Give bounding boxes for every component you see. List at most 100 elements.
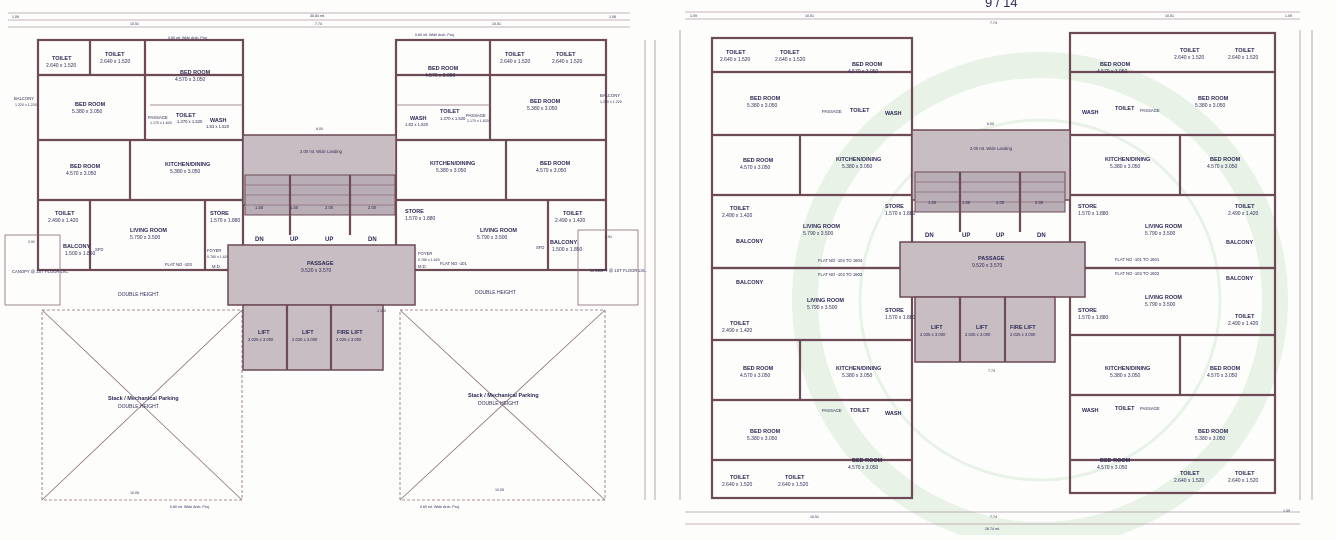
- rt-toilet-12-dim: 2.640 x 1.520: [778, 482, 809, 488]
- dim-10-05-l: 10.05: [130, 491, 139, 495]
- rt-bedroom-5-dim: 5.380 x 3.050: [1195, 103, 1226, 109]
- rt-toilet-13-dim: 2.490 x 1.420: [1228, 321, 1259, 327]
- rt-fire-lift-dim: 2.025 x 3.000: [1010, 332, 1036, 337]
- dim-passage-r: 1.170 x 1.620: [467, 119, 489, 123]
- rt-toilet-15-dim: 2.640 x 1.520: [1174, 478, 1205, 484]
- room-toilet-l1: TOILET: [52, 56, 72, 62]
- rt-wash-1: WASH: [885, 111, 902, 117]
- rt-passage-2: PASSAGE: [1140, 108, 1160, 113]
- rt-dim-7-74: 7.74: [988, 369, 995, 373]
- dim-left-10-51b: 10.51: [492, 22, 501, 26]
- dim-6-00: 6.00: [316, 127, 323, 131]
- dim-left-7-74: 7.74: [315, 22, 322, 26]
- rt-bedroom-6-dim: 4.570 x 3.050: [1207, 164, 1238, 170]
- rt-balcony-1: BALCONY: [736, 239, 764, 245]
- room-passage-r: PASSAGE: [466, 113, 486, 118]
- room-balcony-r: BALCONY: [550, 240, 578, 246]
- parking-l1-dh: DOUBLE HEIGHT: [118, 404, 159, 410]
- rt-toilet-6: TOILET: [1235, 48, 1255, 54]
- canopy-left: CANOPY @ 1ST FLOOR LVL.: [12, 269, 69, 274]
- double-height-l1: DOUBLE HEIGHT: [118, 292, 159, 298]
- stair-dim-4: 2.00: [368, 205, 377, 210]
- rt-toilet-5: TOILET: [1180, 48, 1200, 54]
- room-store-r: STORE: [405, 209, 424, 215]
- rt-balcony-3: BALCONY: [736, 280, 764, 286]
- rt-toilet-6-dim: 2.640 x 1.520: [1228, 55, 1259, 61]
- dim-bedroom-l1: 4.570 x 3.050: [175, 77, 206, 83]
- rt-store-3-dim: 1.570 x 1.880: [885, 315, 916, 321]
- room-kitchen-l: KITCHEN/DINING: [165, 162, 210, 168]
- dim-bedroom-r1: 4.570 x 3.050: [425, 73, 456, 79]
- dim-living-l: 5.790 x 3.500: [130, 235, 161, 241]
- fire-lift-label: FIRE LIFT: [337, 330, 363, 336]
- room-wash-l: WASH: [210, 118, 227, 124]
- dim-2-91-r: 2.91: [605, 235, 612, 239]
- rt-store-2-dim: 1.570 x 1.880: [1078, 211, 1109, 217]
- rt-lift-2-dim: 2.025 x 3.000: [965, 332, 991, 337]
- rt-kitchen-3-dim: 5.380 x 3.050: [842, 373, 873, 379]
- rt-bedroom-10-dim: 4.570 x 3.050: [1207, 373, 1238, 379]
- dim-wash-l: 1.83 x 1.520: [206, 124, 230, 129]
- stair-up-1: UP: [290, 237, 298, 243]
- dim-toilet-r1: 2.640 x 1.520: [500, 59, 531, 65]
- rt-toilet-14: TOILET: [1115, 406, 1135, 412]
- rt-kitchen-2: KITCHEN/DINING: [1105, 157, 1150, 163]
- dim-bedroom-l2: 5.380 x 3.050: [72, 109, 103, 115]
- rt-toilet-8: TOILET: [1235, 204, 1255, 210]
- rt-living-4: LIVING ROOM: [1145, 295, 1182, 301]
- rt-bedroom-8-dim: 5.380 x 3.050: [747, 436, 778, 442]
- rt-toilet-1: TOILET: [726, 50, 746, 56]
- rt-balcony-2: BALCONY: [1226, 240, 1254, 246]
- rt-toilet-4: TOILET: [730, 206, 750, 212]
- rt-lift-2: LIFT: [976, 325, 988, 331]
- rt-store-4: STORE: [1078, 308, 1097, 314]
- rt-bottom-10-51: 10.51: [810, 515, 819, 519]
- room-foyer-l: FOYER: [207, 248, 221, 253]
- rt-bedroom-2: BED ROOM: [750, 96, 781, 102]
- flat-label-l103: FLAT NO -103: [165, 262, 193, 267]
- rt-toilet-16-dim: 2.640 x 1.520: [1228, 478, 1259, 484]
- dim-kitchen-l: 5.380 x 3.050: [170, 169, 201, 175]
- dim-1-120-l: 1.120: [377, 309, 386, 313]
- room-wash-r: WASH: [410, 116, 427, 122]
- rt-up-2: UP: [996, 233, 1004, 239]
- rt-stair-dim-1: 1.50: [928, 200, 937, 205]
- dim-right-1-09b: 1.09: [1285, 14, 1292, 18]
- rt-kitchen-3: KITCHEN/DINING: [836, 366, 881, 372]
- dim-living-r: 5.790 x 3.500: [477, 235, 508, 241]
- room-bedroom-l1: BED ROOM: [180, 70, 211, 76]
- rt-living-1: LIVING ROOM: [803, 224, 840, 230]
- dim-store-l: 1.570 x 1.880: [210, 218, 241, 224]
- dim-10-05-r: 10.05: [495, 488, 504, 492]
- rt-kitchen-4-dim: 5.380 x 3.050: [1110, 373, 1141, 379]
- room-balcony-l: BALCONY: [63, 244, 91, 250]
- dim-right-1-09: 1.09: [690, 14, 697, 18]
- sfd-r: SFD: [536, 245, 544, 250]
- flat-label-l101: FLAT NO -101: [440, 261, 468, 266]
- stair-dim-3: 2.00: [325, 205, 334, 210]
- rt-balcony-4: BALCONY: [1226, 276, 1254, 282]
- room-balcony-small-l: BALCONY: [14, 96, 34, 101]
- room-toilet-r1: TOILET: [505, 52, 525, 58]
- rt-kitchen-2-dim: 5.380 x 3.050: [1110, 164, 1141, 170]
- rt-bedroom-5: BED ROOM: [1198, 96, 1229, 102]
- rt-bedroom-3-dim: 4.570 x 3.050: [740, 165, 771, 171]
- dim-wash-r: 1.83 x 1.520: [405, 122, 429, 127]
- dim-store-r: 1.570 x 1.880: [405, 216, 436, 222]
- rt-store-1-dim: 1.570 x 1.880: [885, 211, 916, 217]
- room-toilet-r3: TOILET: [440, 109, 460, 115]
- rt-toilet-13: TOILET: [1235, 314, 1255, 320]
- dim-2-91-l: 2.91: [28, 240, 35, 244]
- landing-label: 2.00 mt. Wide Landing: [300, 149, 343, 154]
- dim-left-total: 30.84 mt.: [310, 14, 325, 18]
- rt-toilet-1-dim: 2.640 x 1.520: [720, 57, 751, 63]
- canopy-right: CANOPY @ 1ST FLOOR LVL.: [590, 268, 647, 273]
- dim-balcony-small-r: 1.220 x 1.220: [600, 100, 622, 104]
- rt-stair-dim-3: 2.00: [996, 200, 1005, 205]
- rt-bedroom-6: BED ROOM: [1210, 157, 1241, 163]
- right-plan: 1.09 10.51 7.74 10.51 1.09 TOILET 2.640 …: [679, 11, 1313, 531]
- passage-main-dim-l: 9.520 x 3.570: [301, 268, 332, 274]
- rt-landing-label: 2.00 mt. Wide Landing: [970, 146, 1013, 151]
- rt-bedroom-1: BED ROOM: [852, 62, 883, 68]
